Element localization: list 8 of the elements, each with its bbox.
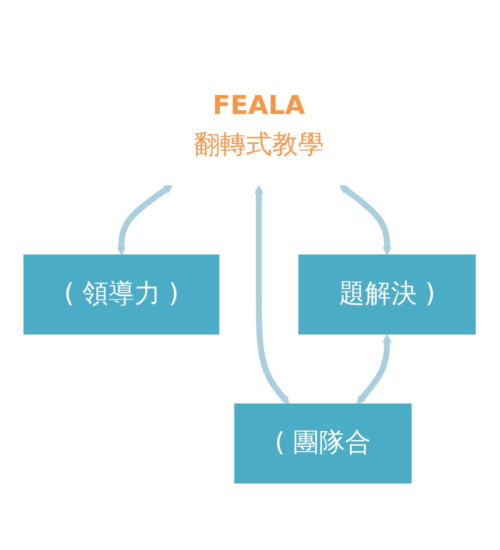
- arrow: [254, 185, 290, 404]
- node-box: 題解決 ): [298, 254, 476, 334]
- node-box: ( 團隊合: [234, 404, 412, 484]
- node-text: FEALA 翻轉式教學: [194, 91, 324, 160]
- node-box: ( 領導力 ): [24, 254, 220, 334]
- arrow: [356, 334, 392, 404]
- arrow: [340, 184, 392, 256]
- arrow: [117, 184, 174, 256]
